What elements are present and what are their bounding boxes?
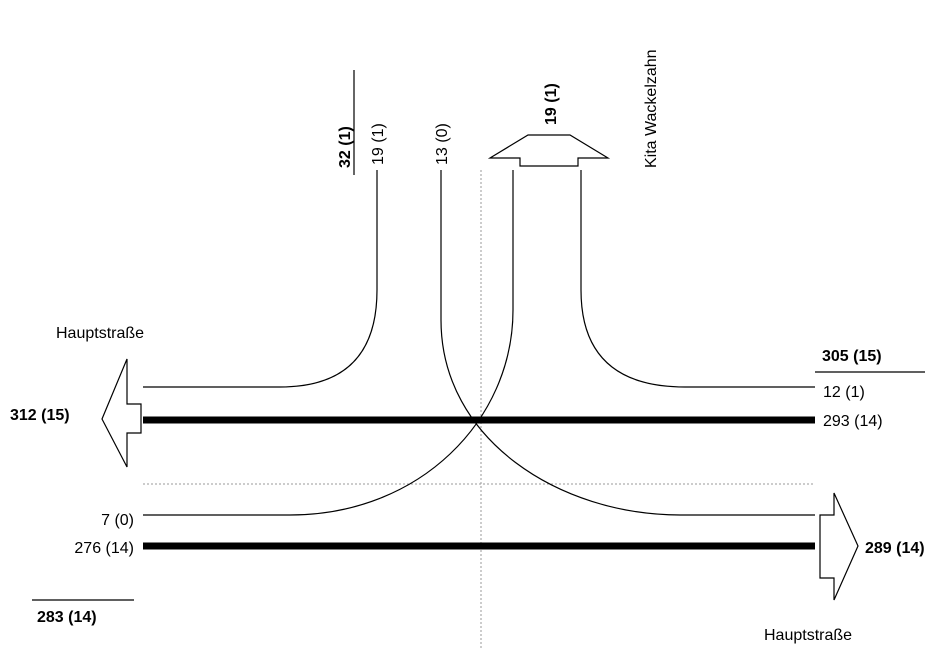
flow-west-to-north (143, 170, 514, 516)
north-inbound-total: 32 (1) (337, 126, 354, 168)
west-left-turn-count: 7 (0) (101, 512, 134, 529)
east-through-count: 293 (14) (823, 413, 883, 430)
arrow-outbound-west-icon (101, 358, 142, 468)
flow-north-to-east (440, 170, 815, 516)
arrow-outbound-north-icon (487, 134, 611, 167)
east-inbound-total: 305 (15) (822, 348, 882, 365)
arrow-outbound-east-icon (819, 492, 859, 601)
north-outbound-total: 19 (1) (543, 83, 560, 125)
east-outbound-total: 289 (14) (865, 540, 925, 557)
street-name-north: Kita Wackelzahn (643, 49, 660, 168)
flow-north-to-west (143, 170, 378, 388)
street-name-east: Hauptstraße (764, 627, 852, 644)
street-name-west: Hauptstraße (56, 325, 144, 342)
north-left-turn-count: 19 (1) (370, 123, 387, 165)
west-outbound-total: 312 (15) (10, 407, 70, 424)
east-right-turn-count: 12 (1) (823, 384, 865, 401)
west-inbound-total: 283 (14) (37, 609, 97, 626)
flow-east-to-north (580, 170, 815, 388)
north-right-turn-count: 13 (0) (434, 123, 451, 165)
west-through-count: 276 (14) (74, 540, 134, 557)
